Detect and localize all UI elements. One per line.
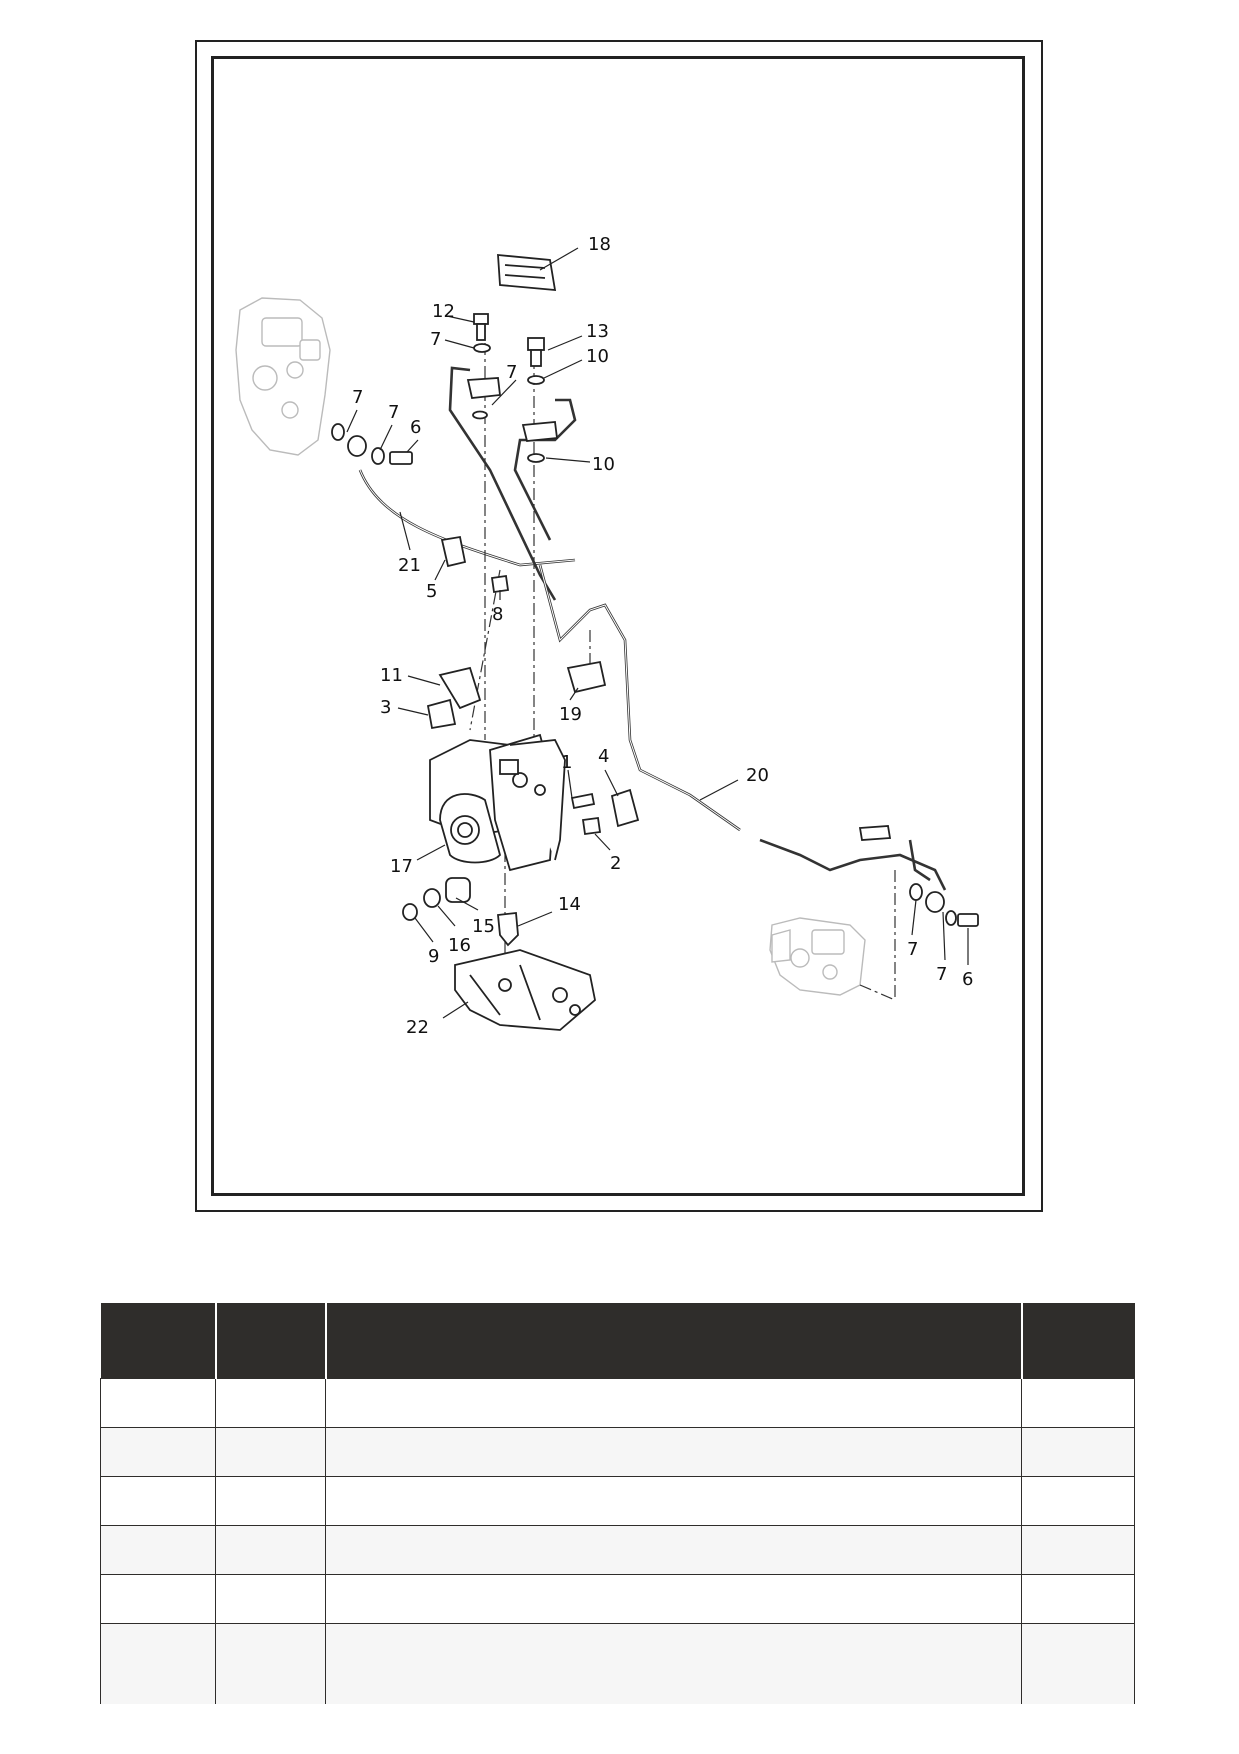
callout-7: 7 (907, 939, 918, 960)
callout-7: 7 (506, 362, 517, 383)
table-row (100, 1476, 1135, 1526)
header-col-2 (215, 1303, 327, 1379)
table-cell (1021, 1427, 1135, 1477)
diagram-inner-frame (211, 56, 1025, 1196)
callout-21: 21 (398, 555, 421, 576)
table-cell (100, 1574, 216, 1624)
callout-6: 6 (410, 417, 421, 438)
callout-11: 11 (380, 665, 403, 686)
table-row (100, 1427, 1135, 1477)
callout-leader-lines (346, 247, 969, 1019)
callout-20: 20 (746, 765, 769, 786)
diagram-outer-frame (195, 40, 1043, 1212)
table-cell (100, 1378, 216, 1428)
table-cell (100, 1525, 216, 1575)
table-row (100, 1378, 1135, 1428)
table-cell (325, 1623, 1022, 1704)
table-cell (215, 1623, 326, 1704)
table-cell (325, 1427, 1022, 1477)
header-col-4 (1021, 1303, 1135, 1379)
table-cell (325, 1476, 1022, 1526)
callout-12: 12 (432, 301, 455, 322)
callout-4: 4 (598, 746, 609, 767)
table-cell (1021, 1525, 1135, 1575)
callout-3: 3 (380, 697, 391, 718)
abs-modulator-illustration (429, 733, 566, 872)
callout-7: 7 (388, 402, 399, 423)
callout-22: 22 (406, 1017, 429, 1038)
table-cell (1021, 1378, 1135, 1428)
hardware-parts (331, 254, 979, 947)
table-row (100, 1525, 1135, 1575)
callout-16: 16 (448, 935, 471, 956)
callout-8: 8 (492, 604, 503, 625)
table-row (100, 1574, 1135, 1624)
callout-7: 7 (430, 329, 441, 350)
callout-9: 9 (428, 946, 439, 967)
table-row (100, 1623, 1135, 1704)
rear-master-cylinder-illustration (769, 917, 866, 996)
callout-17: 17 (390, 856, 413, 877)
callout-1: 1 (561, 752, 572, 773)
table-cell (1021, 1623, 1135, 1704)
table-cell (100, 1476, 216, 1526)
table-cell (215, 1427, 326, 1477)
table-cell (215, 1378, 326, 1428)
table-cell (100, 1427, 216, 1477)
callout-2: 2 (610, 853, 621, 874)
callout-7: 7 (352, 387, 363, 408)
table-cell (325, 1378, 1022, 1428)
assembly-dash-lines (469, 320, 896, 1001)
table-cell (215, 1476, 326, 1526)
table-cell (325, 1525, 1022, 1575)
front-brake-caliper-illustration (235, 297, 331, 456)
callout-18: 18 (588, 234, 611, 255)
header-col-1 (100, 1303, 217, 1379)
parts-list-table (100, 1303, 1135, 1704)
callout-15: 15 (472, 916, 495, 937)
table-cell (100, 1623, 216, 1704)
table-cell (1021, 1476, 1135, 1526)
callout-6: 6 (962, 969, 973, 990)
callout-14: 14 (558, 894, 581, 915)
table-cell (325, 1574, 1022, 1624)
callout-10: 10 (586, 346, 609, 367)
callout-10: 10 (592, 454, 615, 475)
callout-5: 5 (426, 581, 437, 602)
abs-mounting-bracket-illustration (454, 949, 596, 1031)
table-cell (215, 1574, 326, 1624)
callout-19: 19 (559, 704, 582, 725)
table-cell (1021, 1574, 1135, 1624)
brake-pipe-routing (358, 366, 947, 891)
callout-7: 7 (936, 964, 947, 985)
header-col-3 (325, 1303, 1023, 1379)
table-cell (215, 1525, 326, 1575)
callout-labels: 18 12 13 7 10 7 7 7 6 10 21 5 8 11 3 19 … (352, 234, 973, 1038)
callout-13: 13 (586, 321, 609, 342)
parts-table-header-row (100, 1303, 1135, 1379)
